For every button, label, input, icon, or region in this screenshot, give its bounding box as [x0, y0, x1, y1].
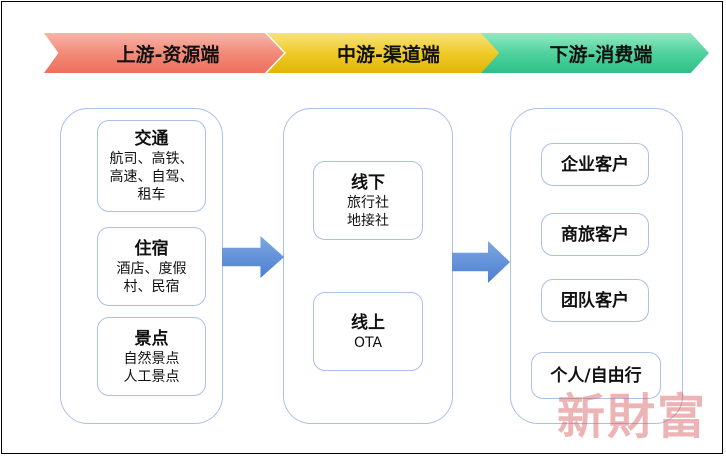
downstream-header: 下游-消费端 [481, 33, 709, 73]
individual-customer-box: 个人/自由行 [531, 352, 661, 399]
midstream-column [283, 108, 453, 424]
downstream-header-label: 下游-消费端 [549, 43, 653, 66]
offline-desc: 旅行社 地接社 [347, 194, 389, 229]
lodging-desc: 酒店、度假 村、民宿 [116, 260, 187, 295]
traffic-desc: 航司、高铁、 高速、自驾、 租车 [109, 151, 194, 203]
online-box: 线上 OTA [313, 292, 423, 371]
lodging-box: 住宿 酒店、度假 村、民宿 [97, 227, 206, 306]
group-customer-box: 团队客户 [541, 279, 649, 322]
traffic-title: 交通 [134, 129, 169, 149]
scenic-desc: 自然景点 人工景点 [123, 350, 180, 385]
individual-customer-label: 个人/自由行 [550, 365, 642, 386]
group-customer-label: 团队客户 [561, 290, 629, 311]
watermark-logo: 新財富 [557, 389, 708, 445]
business-travel-customer-box: 商旅客户 [541, 213, 649, 256]
offline-title: 线下 [351, 172, 385, 193]
scenic-box: 景点 自然景点 人工景点 [97, 317, 206, 396]
online-desc: OTA [353, 334, 383, 351]
upstream-header-label: 上游-资源端 [116, 43, 220, 66]
lodging-title: 住宿 [134, 238, 169, 259]
enterprise-customer-label: 企业客户 [561, 154, 629, 175]
scenic-title: 景点 [134, 328, 169, 349]
enterprise-customer-box: 企业客户 [541, 143, 649, 186]
midstream-header: 中游-渠道端 [267, 33, 502, 73]
midstream-header-label: 中游-渠道端 [337, 43, 440, 66]
offline-box: 线下 旅行社 地接社 [313, 161, 423, 240]
business-travel-customer-label: 商旅客户 [561, 224, 629, 245]
upstream-header: 上游-资源端 [44, 33, 284, 73]
traffic-box: 交通 航司、高铁、 高速、自驾、 租车 [97, 120, 206, 212]
online-title: 线上 [351, 312, 385, 333]
